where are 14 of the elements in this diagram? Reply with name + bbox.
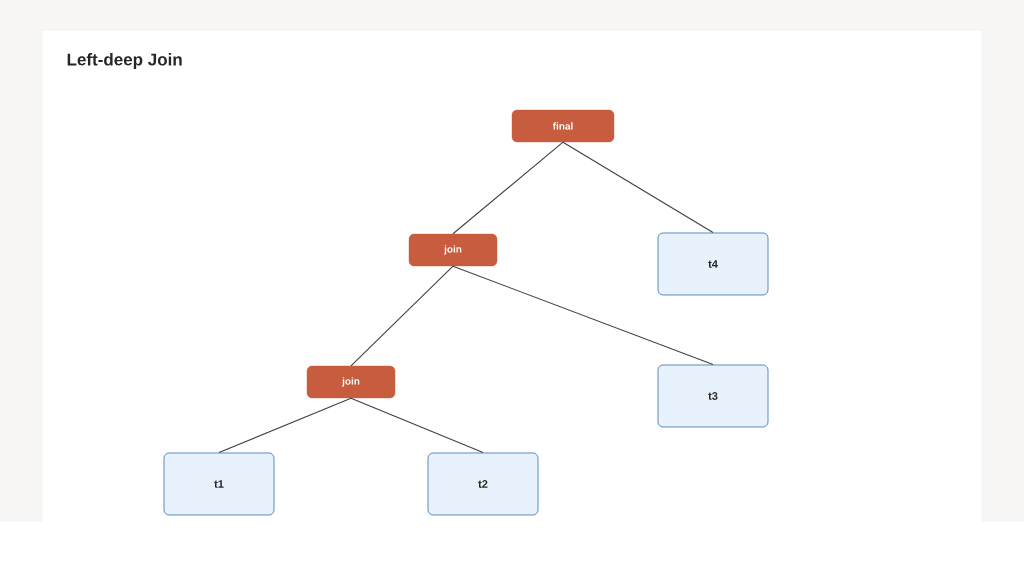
connector-line [350,397,484,454]
connector-line [452,265,714,366]
title: Left-deep Join [67,53,182,69]
table-box: t3 [657,364,769,428]
operator-box: final [511,109,615,143]
table-box: t4 [657,232,769,296]
operator-box: join [306,365,396,399]
table-box: t1 [163,452,275,516]
connector-line [350,265,454,367]
connector-line [218,397,352,454]
connector-line [562,141,714,234]
table-box: t2 [427,452,539,516]
connector-line [452,141,564,235]
operator-box: join [408,233,498,267]
